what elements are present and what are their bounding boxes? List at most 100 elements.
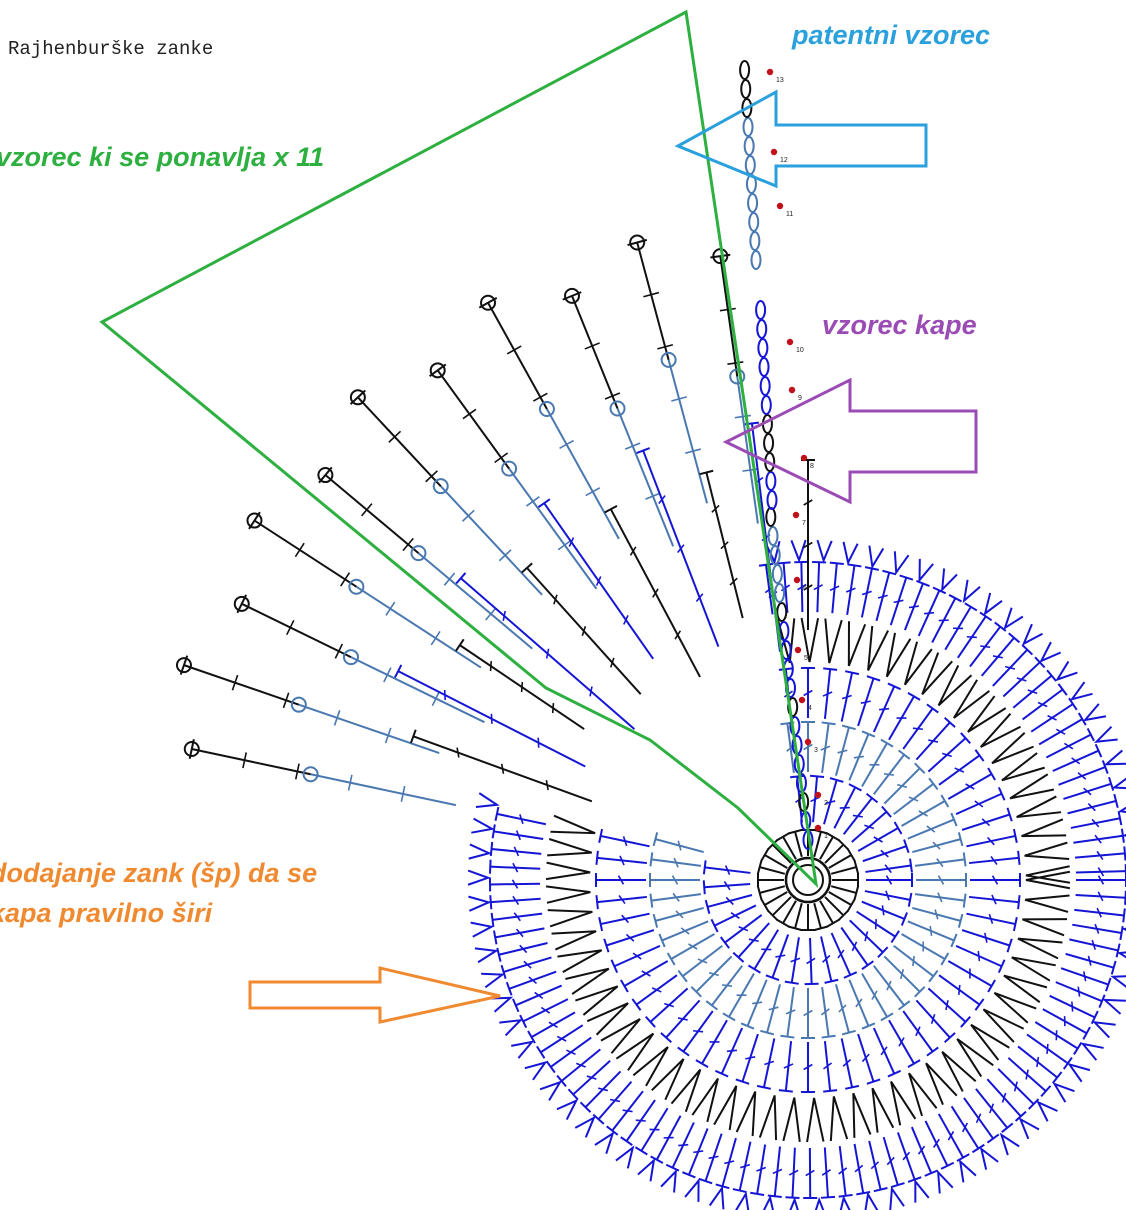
hat-pattern-label: vzorec kape [822,310,977,340]
stitch-bar [803,1009,813,1017]
stitch-top [841,724,856,731]
stitch-top [519,1014,528,1029]
v-stitch [864,1191,879,1210]
stitch-top [790,774,805,779]
stitch-top [455,572,467,585]
v-stitch [713,1085,738,1131]
row-tick [294,763,300,780]
chain-link [755,300,767,320]
stitch-top [861,1022,876,1030]
stitch-bar [523,960,532,969]
stitch [794,831,803,858]
v-stitch [468,843,493,860]
stitch-bar [803,1063,813,1071]
v-stitch [545,885,591,904]
stitch-bar [443,689,446,701]
stitch-bar [821,1168,832,1176]
stitch-top [1014,1110,1027,1122]
row-tick [485,607,497,621]
stitch-bar [947,1131,955,1141]
v-stitch [1117,806,1126,813]
stitch-top [1110,960,1117,975]
stitch-bar [854,1164,864,1173]
row-tick [498,549,512,562]
stitch-top [907,892,913,907]
stitch [828,854,852,869]
hook [480,294,497,311]
row-tick [671,396,688,402]
stitch-top [788,925,803,932]
stitch-top [521,562,533,574]
stitch-top [1082,1026,1091,1040]
v-stitch [1003,974,1048,1003]
row-marker-dot [793,576,801,584]
row-number: 11 [786,211,793,218]
stitch-bar [548,1021,558,1028]
stitch-top [756,1084,771,1090]
v-stitch [1069,681,1093,701]
stitch-top [940,1161,955,1170]
stitch-bar [1037,701,1048,708]
stitch-top [1113,793,1119,808]
stitch-top [776,561,791,565]
stitch-bar [537,737,540,748]
v-stitch [806,1097,825,1143]
stitch-bar [877,594,888,599]
stitch [782,900,797,924]
stitch [830,866,857,875]
stitch-bar [489,661,493,672]
stitch-bar [512,895,520,906]
stitch-top [760,848,770,862]
stitch-bar [902,1151,911,1161]
stitch-top [620,979,629,993]
v-stitch [800,617,820,663]
stitch-bar [772,1168,783,1175]
stitch-bar [1094,834,1102,844]
stitch-bar [1001,1092,1007,1103]
stitch-bar [520,682,524,693]
stitch [771,896,792,917]
stitch-top [997,786,1006,801]
stitch-top [710,918,719,933]
v-stitch [735,1091,757,1137]
stitch-bar [609,1098,621,1103]
v-stitch [967,695,1007,733]
chain-link [765,471,777,491]
stitch-top [928,777,939,790]
stitch-top [898,1000,911,1011]
stitch-bar [725,896,734,906]
chain-link [757,338,769,358]
hook [302,766,319,783]
v-stitch [586,1002,629,1036]
stitch-bar [981,818,991,827]
v-stitch [979,1146,999,1170]
stitch-top [732,1188,747,1194]
stitch-bar [1071,1001,1074,1012]
stitch-top [750,1191,765,1197]
stitch-top [877,946,889,958]
stitch-bar [695,593,704,602]
stitch-bar [515,928,524,938]
row-tick [557,539,572,551]
stitch-top [893,821,903,835]
v-stitch [467,869,491,886]
v-stitch [889,1185,905,1210]
stitch-top [940,794,950,808]
stitch-bar [937,875,945,885]
row-marker-dot [786,338,794,346]
stitch-bar [932,1138,940,1148]
row-tick [525,496,540,507]
stitch-bar [764,1060,775,1066]
stitch-top [545,1060,556,1074]
stitch-top [924,1169,939,1177]
row-marker-dot [776,202,784,210]
row-tick [461,509,475,522]
stitch-bar [853,755,864,759]
stitch-bar [675,910,684,919]
stitch-bar [671,875,679,885]
v-stitch [842,541,859,566]
stitch-bar [945,1000,949,1011]
arrow-right-icon [248,966,501,1024]
hook [501,460,518,477]
stitch-bar [1027,689,1038,695]
